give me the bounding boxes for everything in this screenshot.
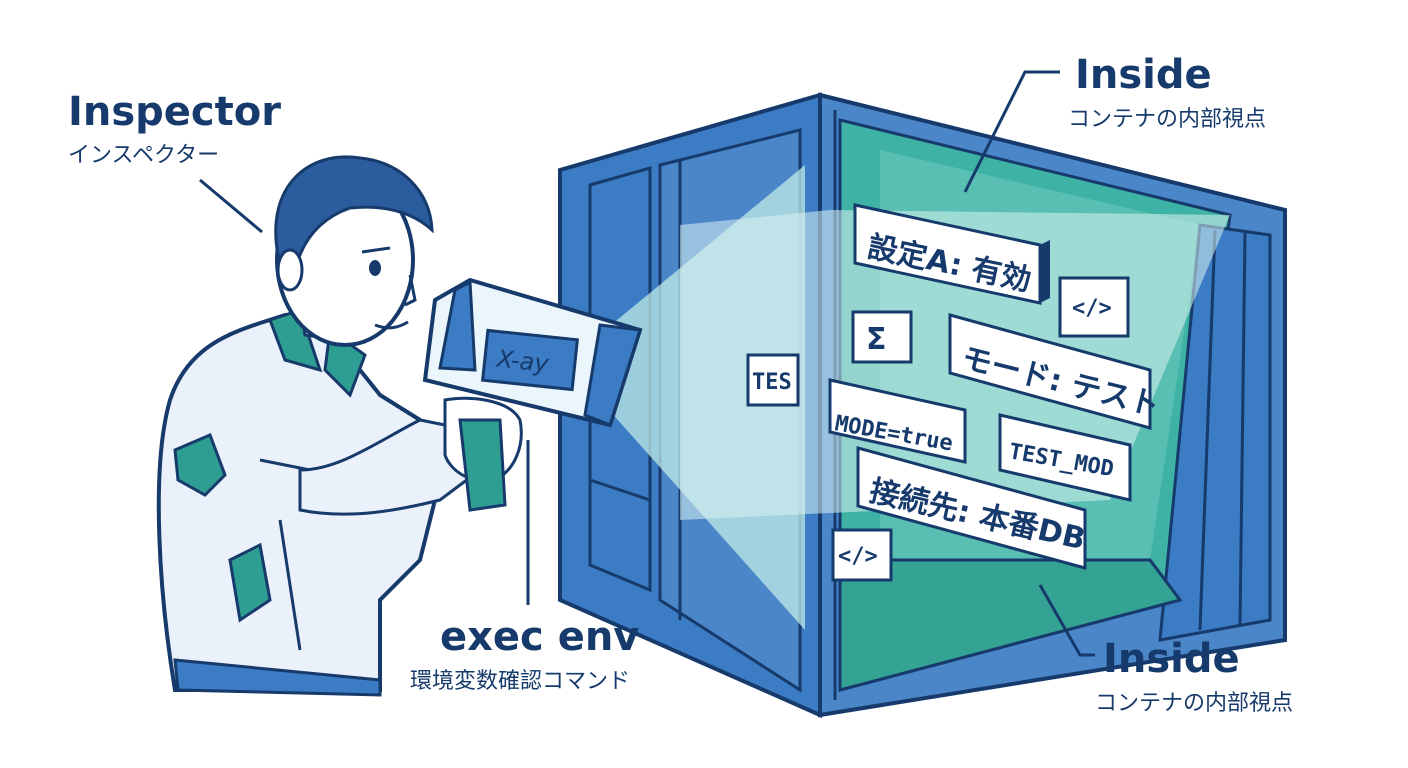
code-icon: </> <box>838 544 878 569</box>
chip-test-left: TES <box>746 353 800 407</box>
inside-top-subtitle: コンテナの内部視点 <box>1068 107 1266 132</box>
inside-bottom-subtitle: コンテナの内部視点 <box>1095 691 1293 716</box>
scanner-screen <box>480 328 580 392</box>
code-icon: </> <box>1072 296 1112 321</box>
inspector-hair <box>274 155 434 273</box>
sigma-icon: Σ <box>866 322 887 357</box>
inspector-callout-line <box>199 178 263 234</box>
inspector-title: Inspector <box>68 89 281 135</box>
inside-bottom-callout-line <box>1038 584 1095 657</box>
shoulder-patch <box>173 433 227 497</box>
scanner-screen-label: X-ay <box>494 344 551 378</box>
code-chip-2: </> <box>831 528 893 582</box>
exec-title: exec env <box>440 614 639 660</box>
inspector-figure <box>156 155 523 697</box>
inside-bottom-title: Inside <box>1103 636 1240 682</box>
inside-top-title: Inside <box>1075 52 1212 98</box>
inspector-subtitle: インスペクター <box>68 143 219 168</box>
chip-setting-a: 設定A: 有効 <box>853 203 1050 305</box>
xray-scanner: X-ay <box>422 277 643 512</box>
sigma-chip: Σ <box>851 310 913 364</box>
chip-test-left-label: TES <box>752 370 792 395</box>
code-chip-1: </> <box>1058 276 1130 338</box>
exec-subtitle: 環境変数確認コマンド <box>410 669 630 694</box>
inside-top-callout-line <box>963 70 1060 193</box>
chip-test-mode-right: TEST_MOD <box>998 413 1132 502</box>
